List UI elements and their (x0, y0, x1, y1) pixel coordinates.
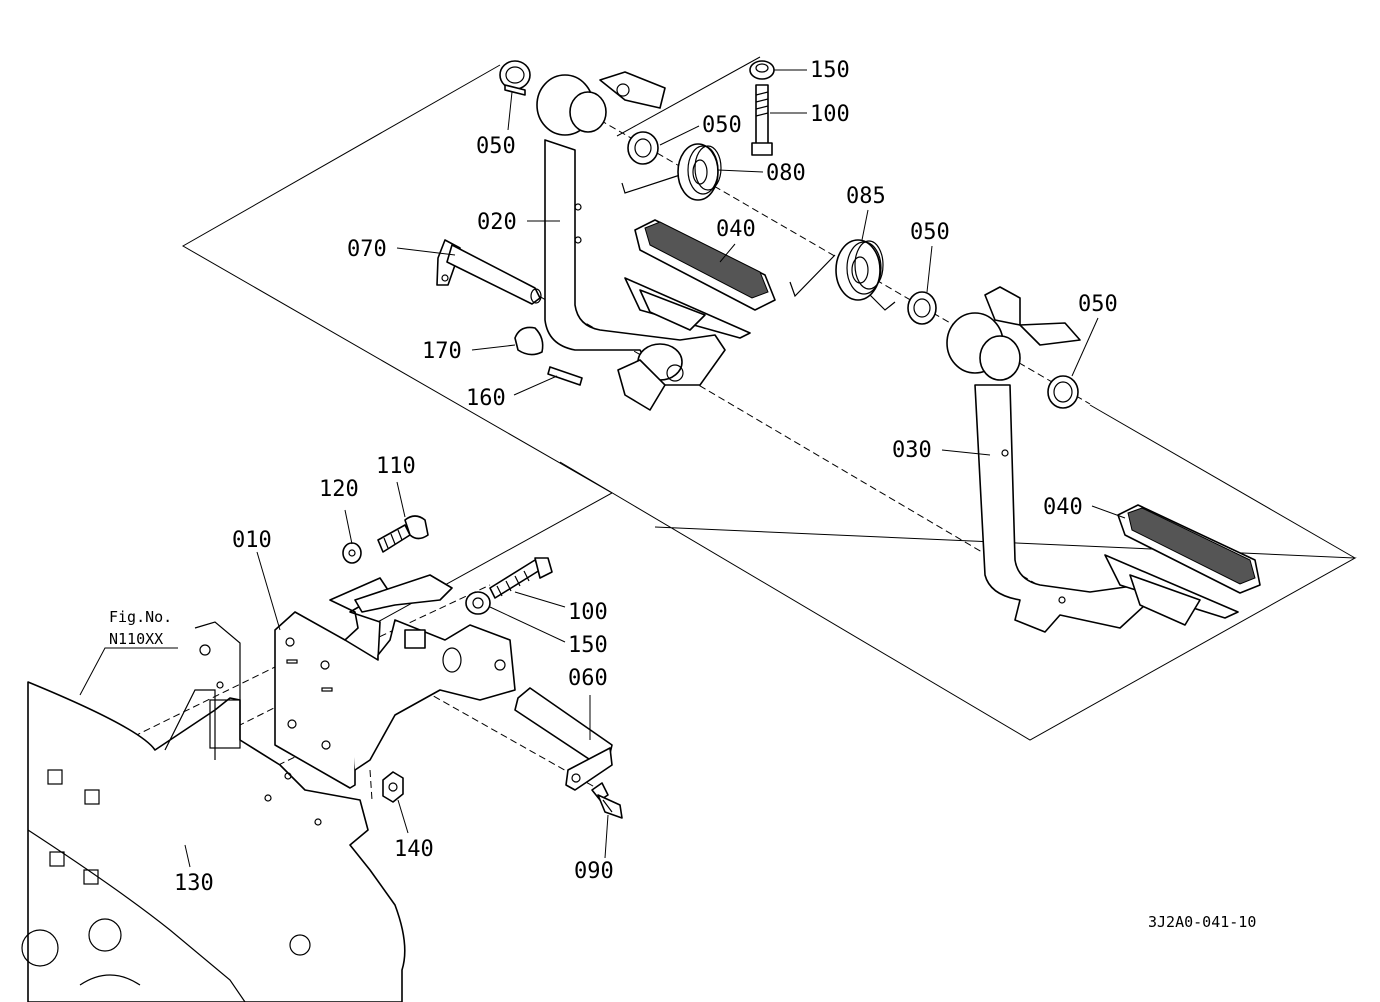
spring-080 (621, 143, 722, 201)
callout-030: 030 (892, 438, 932, 463)
callout-labels: 150 100 050 050 080 085 050 050 020 040 … (174, 58, 1118, 896)
callout-150-top: 150 (810, 58, 850, 83)
callout-150-bottom: 150 (568, 633, 608, 658)
callout-110: 110 (376, 454, 416, 479)
bushing-050-a (499, 60, 531, 96)
bolt-090 (591, 782, 623, 819)
figure-reference: Fig.No. N110XX (109, 608, 172, 648)
bushing-050-d (1047, 375, 1079, 409)
callout-050-b: 050 (702, 113, 742, 138)
pedal-arm-030 (946, 286, 1146, 633)
pedal-arm-020 (536, 71, 726, 411)
callout-060: 060 (568, 666, 608, 691)
pedal-pad-040-left (624, 219, 776, 339)
bushing-050-b (627, 131, 659, 165)
callout-140: 140 (394, 837, 434, 862)
callout-120: 120 (319, 477, 359, 502)
callout-050-c: 050 (910, 220, 950, 245)
assembly-plane-upper (181, 56, 761, 641)
cap-170 (514, 326, 544, 356)
tractor-frame (21, 621, 406, 1002)
callout-085: 085 (846, 184, 886, 209)
bolt-100-top (751, 84, 773, 156)
washer-120 (342, 542, 362, 564)
spring-pin-160 (547, 366, 583, 386)
bracket-010 (274, 574, 516, 789)
callout-160: 160 (466, 386, 506, 411)
callout-170: 170 (422, 339, 462, 364)
callout-040-b: 040 (1043, 495, 1083, 520)
figure-reference-line1: Fig.No. (109, 608, 172, 626)
callout-130: 130 (174, 871, 214, 896)
figure-reference-line2: N110XX (109, 630, 163, 648)
nut-150-top (749, 60, 775, 80)
callout-100-top: 100 (810, 102, 850, 127)
drawing-code: 3J2A0-041-10 (1148, 913, 1256, 931)
bushing-050-c (907, 291, 937, 325)
bolt-110 (377, 515, 429, 553)
callout-050-d: 050 (1078, 292, 1118, 317)
shaft-060 (514, 687, 613, 791)
callout-100-bottom: 100 (568, 600, 608, 625)
callout-080: 080 (766, 161, 806, 186)
nut-150-bottom (465, 591, 491, 615)
callout-010: 010 (232, 528, 272, 553)
pin-070 (436, 239, 542, 305)
pedal-pad-040-right (1104, 504, 1261, 626)
callout-020: 020 (477, 210, 517, 235)
spring-085 (789, 239, 896, 311)
callout-070: 070 (347, 237, 387, 262)
leader-lines (79, 69, 1126, 868)
callout-090: 090 (574, 859, 614, 884)
bolt-100-bottom (489, 557, 553, 599)
nut-140 (382, 771, 404, 803)
callout-050-a: 050 (476, 134, 516, 159)
callout-040-a: 040 (716, 217, 756, 242)
